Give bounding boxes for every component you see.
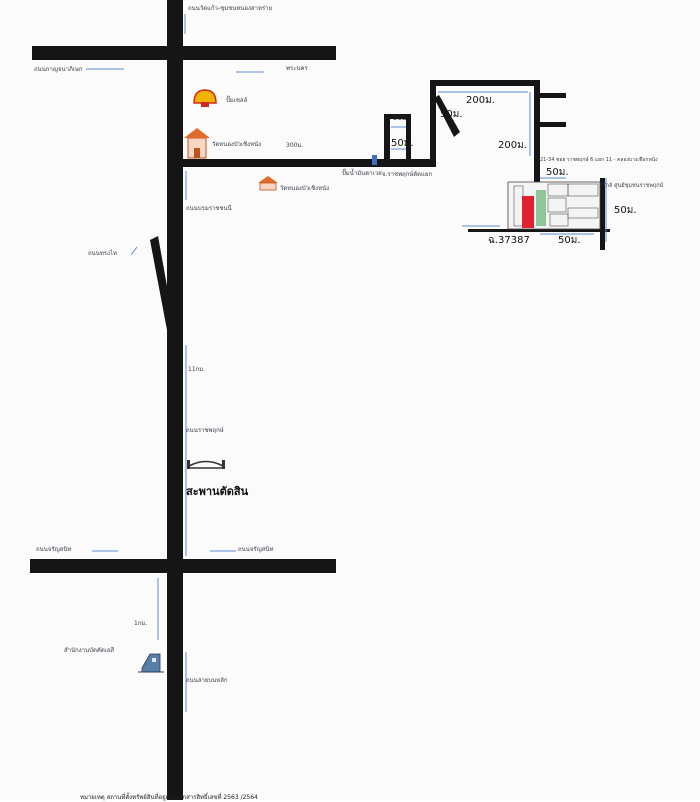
label-road-east-bottom: ถนนจรัญสนิท	[238, 546, 274, 553]
label-road-slant: ถนนทรงไท	[88, 250, 117, 257]
road-north-top	[430, 80, 540, 86]
road-north-branch	[430, 80, 436, 167]
label-dist-50-d: 50ม.	[546, 167, 569, 178]
shell-icon	[193, 89, 217, 107]
road-lower-horizontal	[30, 559, 336, 573]
label-road-main-south: ถนนบรมราชชนนี	[186, 205, 232, 212]
label-deed-no: ฉ.37387	[488, 235, 530, 246]
label-junction: จ.ราชพฤกษ์ตัดแยก	[382, 171, 433, 178]
label-road-west-bottom: ถนนจรัญสนิท	[36, 546, 72, 553]
road-soi-east	[183, 159, 431, 167]
road-spur-1	[384, 114, 390, 161]
label-oil-station: ปั๊มน้ำมันคาเวส	[342, 170, 382, 177]
label-road-west-top: ถนนกาญจนาภิเษก	[34, 66, 83, 73]
property-block	[507, 181, 601, 230]
label-landmark: ใกล้ ศูนย์ชุมชนราชพฤกษ์	[603, 183, 664, 189]
plot-5	[547, 197, 567, 213]
label-dist-50-f: 50ม.	[558, 235, 581, 246]
label-dist-50-c: 50ม.	[391, 138, 414, 149]
fuel-station-icon	[372, 155, 377, 165]
road-east-stub-1	[540, 93, 566, 98]
label-address: 21-34 ซอย ราชพฤกษ์ 6 แยก 11 - คลองบางเชื…	[540, 157, 658, 163]
office-building-icon	[138, 653, 164, 673]
road-spur-2	[384, 114, 410, 119]
road-spur-3	[406, 114, 411, 161]
label-dist-50-a: 50ม.	[393, 114, 409, 122]
label-road-south-bottom: ถนนสายบนหลัก	[186, 677, 228, 684]
label-dist-11km: 11กม.	[188, 366, 206, 373]
road-property-front	[468, 229, 610, 232]
label-dist-50-e: 50ม.	[614, 205, 637, 216]
road-east-stub-2	[540, 122, 566, 127]
label-temple-2: วัดหนองบัวเชิงหนัง	[280, 185, 330, 192]
bridge-icon	[187, 460, 225, 469]
temple-icon	[184, 128, 210, 159]
label-road-east-top: พระนคร	[286, 65, 308, 72]
label-road-ratchaphruek: ถนนราชพฤกษ์	[186, 427, 224, 434]
plot-7	[549, 213, 569, 227]
plot-6	[567, 207, 599, 219]
road-diagonal-stub	[434, 95, 460, 137]
temple-icon-small	[258, 176, 278, 191]
road-slanted-branch	[150, 236, 174, 330]
label-dist-200-right: 200ม.	[498, 140, 527, 151]
label-dist-50-b: 50ม.	[440, 109, 463, 120]
label-dist-200-top: 200ม.	[466, 95, 495, 106]
label-bridge: สะพานตัดสิน	[186, 485, 249, 498]
plot-4	[567, 183, 599, 197]
label-dist-1km: 1กม.	[134, 620, 148, 627]
road-property-east	[600, 178, 605, 250]
plot-green	[536, 190, 546, 226]
label-office: สำนักงานบัดคัดเอสี	[64, 647, 115, 654]
footer-note: หมายเหตุ สถานที่ตั้งทรัพย์สินที่อยู่ตามเ…	[80, 794, 258, 801]
road-east-vertical	[534, 80, 540, 186]
label-temple-1: วัดหนองบัวเชิงหนัง	[212, 141, 262, 148]
direction-arrows	[86, 14, 607, 712]
road-upper-horizontal	[32, 46, 336, 60]
subject-plot	[522, 196, 534, 228]
label-road-north-top: ถนนวัดแก้ว-ชุมชนหนองสาหร่าย	[188, 5, 273, 12]
label-dist-300: 300ม.	[286, 142, 304, 149]
label-shell-station: ปั๊มเชลล์	[226, 97, 248, 104]
road-main-vertical	[167, 0, 183, 800]
